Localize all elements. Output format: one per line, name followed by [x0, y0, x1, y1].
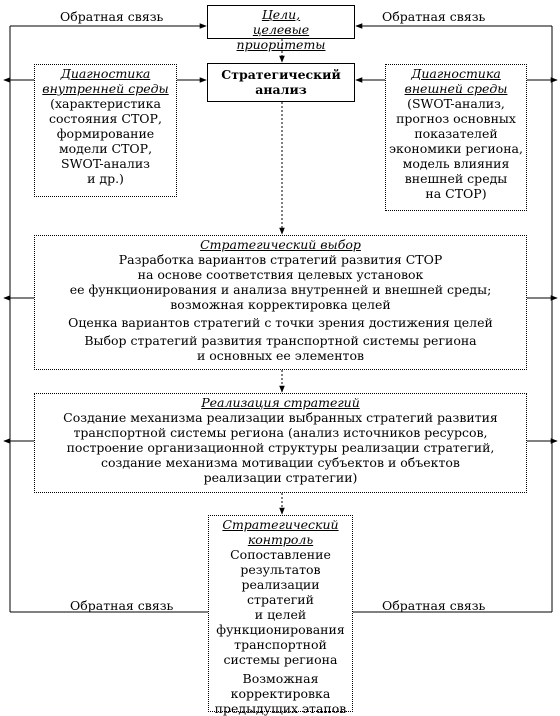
- strategic-choice-box: Стратегический выбор Разработка варианто…: [34, 235, 527, 370]
- internal-diag-text-4: модели СТОР,: [58, 141, 153, 156]
- internal-diag-text-5: SWOT-анализ: [61, 156, 150, 171]
- implementation-text-3: построение организационной структуры реа…: [66, 440, 495, 455]
- external-diagnostics-box: Диагностика внешней среды (SWOT-анализ, …: [385, 64, 527, 211]
- external-diag-text-1: (SWOT-анализ,: [407, 96, 505, 111]
- control-p1-5: функционирования: [216, 622, 345, 637]
- external-diag-text-5: модель влияния: [402, 156, 510, 171]
- strategic-choice-p1-4: возможная корректировка целей: [170, 297, 391, 312]
- goals-title: Цели,: [261, 7, 301, 22]
- implementation-box: Реализация стратегий Создание механизма …: [34, 393, 527, 493]
- internal-diag-title-1: Диагностика: [60, 66, 151, 81]
- goals-subtitle: целевые приоритеты: [236, 22, 326, 52]
- strategic-analysis-line1: Стратегический: [221, 67, 341, 82]
- external-diag-text-6: внешней среды: [404, 171, 508, 186]
- internal-diag-text-6: и др.): [87, 171, 124, 186]
- implementation-title: Реализация стратегий: [201, 395, 360, 410]
- control-p2-2: корректировка: [230, 686, 331, 701]
- external-diag-text-3: показателей: [414, 126, 498, 141]
- internal-diag-title-2: внутренней среды: [42, 81, 169, 96]
- internal-diag-text-3: формирование: [56, 126, 155, 141]
- strategic-analysis-box: Стратегический анализ: [207, 63, 355, 102]
- external-diag-title-1: Диагностика: [411, 66, 501, 81]
- strategic-choice-p1-3: ее функционирования и анализа внутренней…: [69, 282, 492, 297]
- implementation-text-4: создание механизма мотивации субъектов и…: [101, 455, 460, 470]
- control-title-1: Стратегический: [222, 517, 339, 532]
- control-p1-2: результатов: [240, 562, 321, 577]
- internal-diag-text-2: состояния СТОР,: [49, 111, 162, 126]
- feedback-label-bottom-left: Обратная связь: [70, 598, 174, 613]
- implementation-text-1: Создание механизма реализации выбранных …: [63, 410, 498, 425]
- implementation-text-2: транспортной системы региона (анализ ист…: [73, 425, 488, 440]
- control-p1-4: и целей: [254, 607, 307, 622]
- strategic-choice-p1-1: Разработка вариантов стратегий развития …: [118, 252, 443, 267]
- control-p1-6: транспортной: [234, 637, 327, 652]
- internal-diag-text-1: (характеристика: [50, 96, 161, 111]
- strategic-choice-p3-2: и основных ее элементов: [196, 348, 365, 363]
- feedback-label-top-left: Обратная связь: [60, 9, 164, 24]
- feedback-label-top-right: Обратная связь: [382, 9, 486, 24]
- strategic-choice-title: Стратегический выбор: [200, 237, 361, 252]
- control-p1-3: реализации стратегий: [241, 577, 320, 607]
- control-p1-7: системы региона: [223, 652, 338, 667]
- strategic-analysis-line2: анализ: [255, 82, 307, 97]
- control-p2-1: Возможная: [242, 671, 319, 686]
- control-title-2: контроль: [247, 532, 314, 547]
- implementation-text-5: реализации стратегии): [203, 470, 358, 485]
- strategic-choice-p2: Оценка вариантов стратегий с точки зрени…: [68, 315, 493, 330]
- internal-diagnostics-box: Диагностика внутренней среды (характерис…: [34, 64, 177, 197]
- external-diag-text-7: на СТОР): [425, 186, 487, 201]
- strategic-control-box: Стратегический контроль Сопоставление ре…: [208, 515, 353, 716]
- strategic-choice-p1-2: на основе соответствия целевых установок: [137, 267, 424, 282]
- feedback-label-bottom-right: Обратная связь: [382, 598, 486, 613]
- external-diag-title-2: внешней среды: [404, 81, 508, 96]
- external-diag-text-4: экономики региона,: [389, 141, 523, 156]
- external-diag-text-2: прогноз основных: [396, 111, 516, 126]
- strategic-choice-p3-1: Выбор стратегий развития транспортной си…: [84, 333, 477, 348]
- control-p1-1: Сопоставление: [230, 547, 331, 562]
- goals-box: Цели, целевые приоритеты: [207, 5, 355, 52]
- control-p2-3: предыдущих этапов: [214, 701, 347, 716]
